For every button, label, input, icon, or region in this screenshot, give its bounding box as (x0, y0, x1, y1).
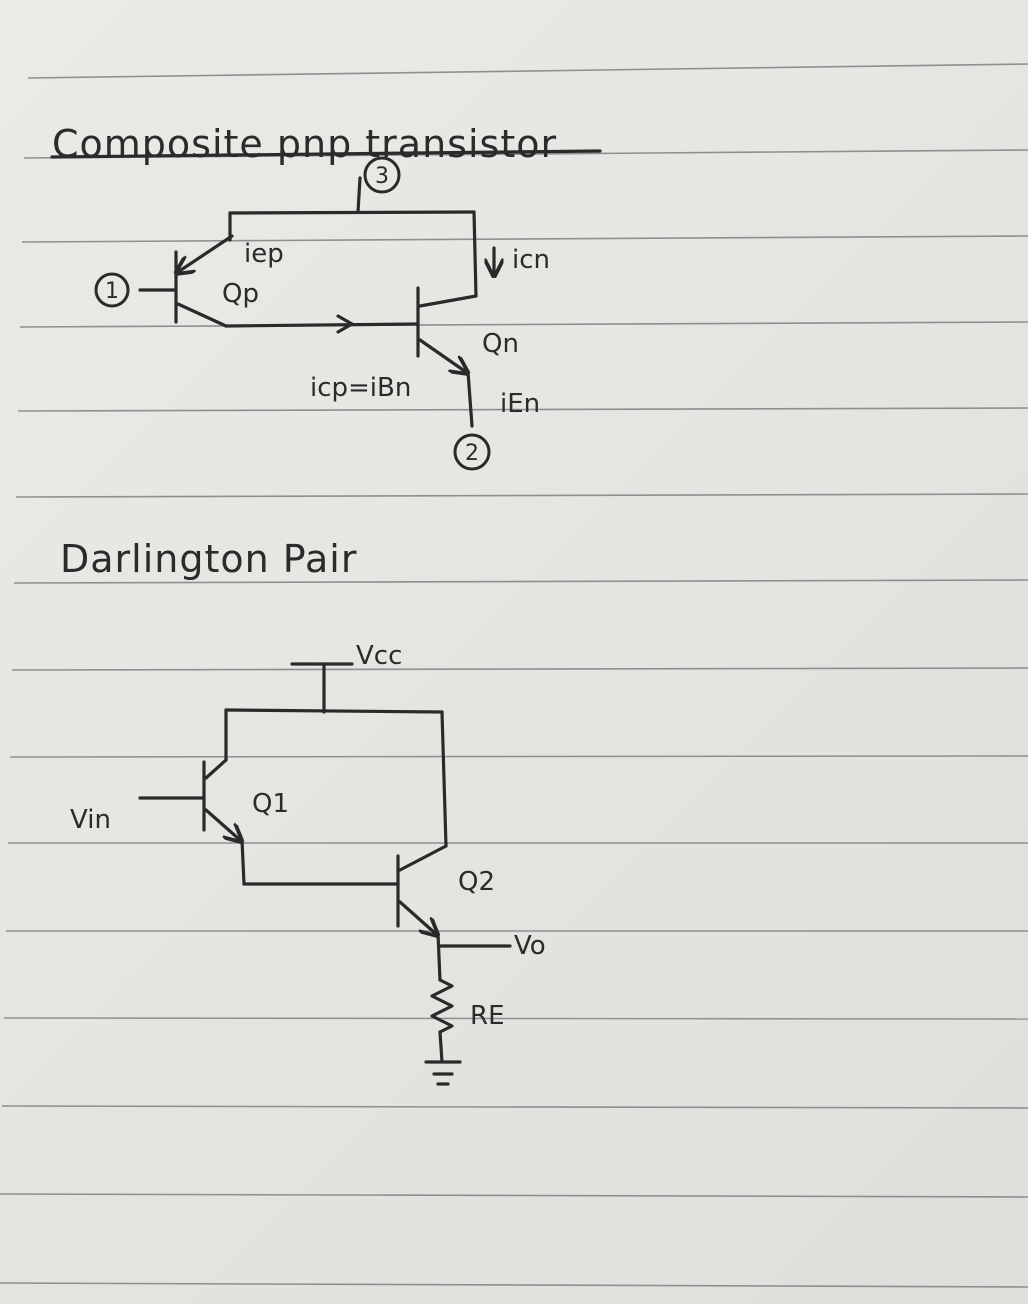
composite-pnp-circuit: Composite pnp transistor 3 1 iep Qp icn … (50, 122, 602, 471)
qn-collector (418, 294, 478, 308)
node-3-lead (356, 176, 362, 214)
qp-emitter (178, 234, 234, 272)
ruled-lines (0, 63, 1028, 1288)
node-2-label: 2 (465, 441, 479, 466)
qn-label: Qn (482, 329, 519, 359)
qn-emitter-lead (466, 370, 474, 428)
top-rail (228, 210, 476, 215)
icn-label: icn (512, 245, 550, 275)
icp-ibn-label: icp=iBn (310, 373, 411, 403)
qn-collector-rail (472, 210, 478, 298)
qp-collector (176, 302, 228, 328)
q2-emitter-lead (436, 932, 442, 982)
qp-label: Qp (222, 279, 259, 309)
vcc-label: Vcc (356, 641, 402, 671)
node-3-label: 3 (375, 164, 389, 189)
node-1-label: 1 (105, 279, 119, 304)
qn-emitter (418, 338, 466, 372)
q1-emitter (204, 808, 240, 840)
vin-label: Vin (70, 805, 111, 835)
q2-collector-drop (440, 710, 448, 848)
darlington-title: Darlington Pair (60, 537, 357, 581)
darlington-pair-circuit: Darlington Pair Vcc Vin Q1 Q2 Vo RE (60, 537, 546, 1086)
ien-label: iEn (500, 389, 540, 419)
q1-label: Q1 (252, 789, 289, 819)
iep-label: iep (244, 239, 284, 269)
vo-label: Vo (514, 931, 546, 961)
collector-rail (224, 708, 444, 714)
node-1-circle (94, 272, 130, 308)
q2-emitter (398, 900, 436, 934)
re-label: RE (470, 1001, 505, 1031)
q2-label: Q2 (458, 867, 495, 897)
title-underline (50, 149, 602, 159)
q1-emitter-lead (240, 838, 246, 886)
current-arrow-icon (336, 314, 354, 334)
qp-collector-to-qn-base (224, 322, 420, 328)
composite-pnp-title: Composite pnp transistor (52, 122, 557, 166)
node-2-circle (453, 433, 491, 471)
q1-collector (204, 758, 228, 780)
q2-collector (398, 844, 448, 872)
node-3-circle (363, 156, 401, 194)
ground-lead (438, 1030, 444, 1064)
re-resistor-icon (430, 978, 454, 1034)
